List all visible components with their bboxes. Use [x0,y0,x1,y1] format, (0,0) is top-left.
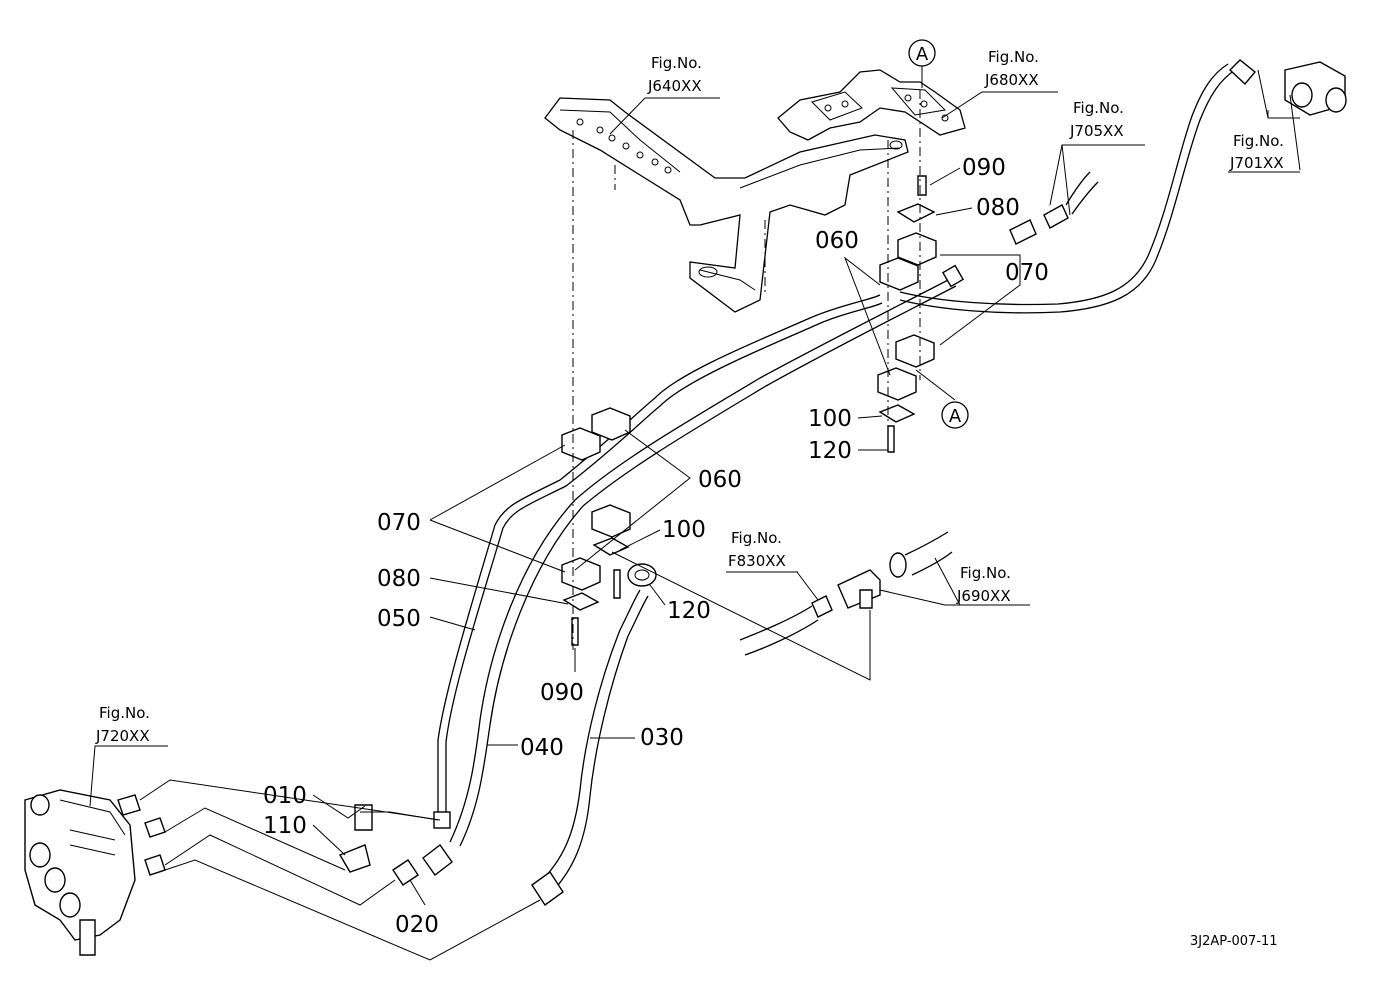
label-060-upper: 060 [815,228,859,254]
label-120-upper: 120 [808,438,852,464]
label-110: 110 [263,813,307,839]
label-100-upper: 100 [808,406,852,432]
svg-text:Fig.No.: Fig.No. [99,704,150,722]
pipe-030 [531,563,657,906]
pipe-j701-nut [1228,59,1256,86]
label-070-upper: 070 [1005,260,1049,286]
svg-text:J640XX: J640XX [647,77,702,95]
frame-bracket-j640 [544,97,909,313]
figref-j705: Fig.No. J705XX [1069,99,1124,140]
plate-100-lower [592,537,630,556]
plate-100-upper [878,404,916,423]
svg-text:Fig.No.: Fig.No. [731,529,782,547]
control-valve-j720 [24,789,166,956]
svg-text:Fig.No.: Fig.No. [988,48,1039,66]
plate-080-upper [896,203,936,223]
label-080-lower: 080 [377,566,421,592]
figref-f830: Fig.No. F830XX [728,529,786,570]
small-fittings [338,804,419,886]
pipe-j701 [899,59,1256,314]
label-040: 040 [520,735,564,761]
svg-text:J705XX: J705XX [1069,122,1124,140]
pipe-030-banjo [627,563,657,587]
figref-j680: Fig.No. J680XX [984,48,1039,89]
frame-bracket-j680 [777,69,966,141]
clamp-group-upper [877,175,937,453]
alignment-lines [572,90,921,650]
svg-text:A: A [916,44,929,65]
figref-j720: Fig.No. J720XX [95,704,150,745]
svg-text:A: A [949,406,962,427]
label-060-lower: 060 [698,467,742,493]
marker-a-top: A [908,39,936,67]
pipe-040 [422,264,965,876]
tee-fitting [837,552,907,609]
marker-a-bottom: A [941,401,969,429]
figref-j701: Fig.No. J701XX [1229,132,1284,172]
pipe-050-nut [433,811,451,829]
pipe-050 [433,294,883,829]
hose-f830 [739,595,833,656]
label-010: 010 [263,783,307,809]
clamp-group-lower [561,407,631,646]
bolt-090-upper [917,175,927,196]
svg-text:Fig.No.: Fig.No. [960,564,1011,582]
fitting-010 [354,804,373,831]
elbow-110 [338,844,371,873]
svg-text:F830XX: F830XX [728,552,786,570]
pipe-040-nut [941,264,965,288]
figref-j640: Fig.No. J640XX [647,54,702,95]
svg-text:Fig.No.: Fig.No. [651,54,702,72]
leader-lines [89,66,1301,961]
label-050: 050 [377,606,421,632]
label-120-lower: 120 [667,598,711,624]
svg-text:Fig.No.: Fig.No. [1233,132,1284,150]
svg-text:J680XX: J680XX [984,71,1039,89]
label-070-lower: 070 [377,510,421,536]
label-080-upper: 080 [976,195,1020,221]
label-100-lower: 100 [662,517,706,543]
bolt-120-lower [613,569,621,599]
svg-text:J701XX: J701XX [1229,154,1284,172]
hose-j690 [904,531,953,576]
adapter-020 [392,859,419,886]
hose-j705 [1009,171,1099,245]
pipe-030-end-nut [531,871,564,906]
label-030: 030 [640,725,684,751]
svg-text:J690XX: J690XX [956,587,1011,605]
pipe-040-end-nut [422,844,453,876]
svg-text:J720XX: J720XX [95,727,150,745]
label-090-lower: 090 [540,680,584,706]
label-090-upper: 090 [962,155,1006,181]
fitting-j701 [1284,61,1347,116]
plate-080-lower [562,592,600,611]
svg-text:Fig.No.: Fig.No. [1073,99,1124,117]
bolt-120-upper [887,425,895,453]
figref-j690: Fig.No. J690XX [956,564,1011,605]
label-020: 020 [395,912,439,938]
drawing-code: 3J2AP-007-11 [1190,934,1278,949]
